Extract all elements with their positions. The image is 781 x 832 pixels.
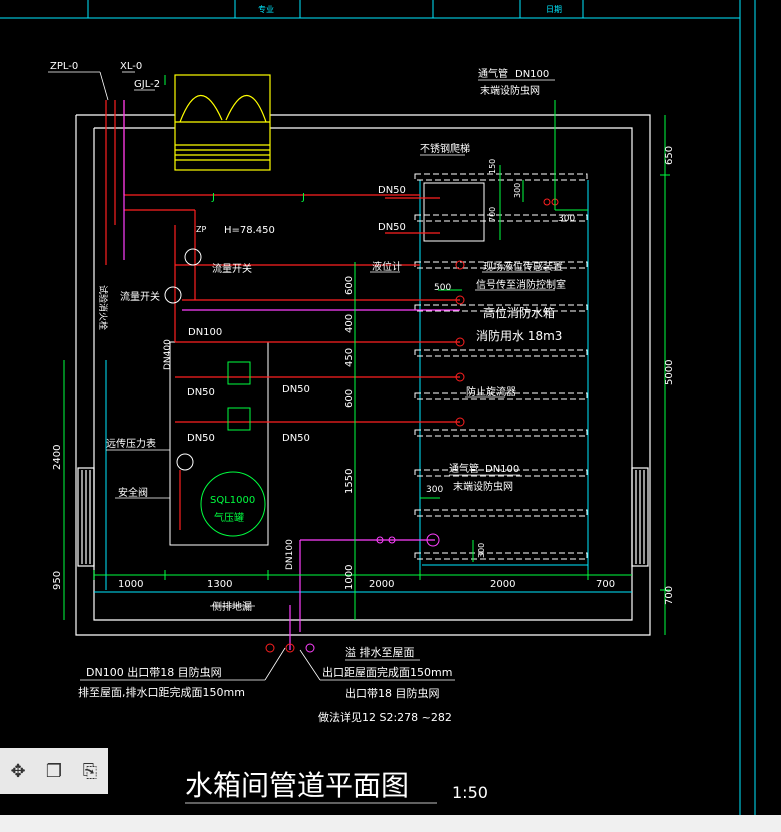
roof-vent-unit [174, 74, 271, 171]
label-left-vertical: 试验消火栓 [97, 285, 109, 330]
label-zp: ZP [196, 225, 206, 234]
dim-300a: 300 [513, 183, 522, 198]
label-dn50-1: DN50 [378, 185, 406, 196]
label-xl: XL-0 [120, 61, 142, 72]
dim-450: 450 [344, 348, 355, 367]
dim-700a: 700 [488, 207, 497, 222]
dim-1550: 1550 [344, 469, 355, 494]
dim-b2000b: 2000 [490, 579, 515, 590]
label-stainless: 不锈钢爬梯 [420, 142, 470, 155]
dim-b700: 700 [596, 579, 615, 590]
dim-300b: 300 [558, 214, 575, 224]
dim-500: 500 [434, 283, 451, 293]
dim-400: 400 [344, 314, 355, 333]
label-dn50-5: DN50 [187, 433, 215, 444]
dim-b2000a: 2000 [369, 579, 394, 590]
label-dn400: DN400 [163, 339, 173, 370]
label-vent-top-2: DN100 [515, 69, 549, 80]
label-dn100-a: DN100 [188, 327, 222, 338]
dim-950: 950 [52, 571, 63, 590]
status-bar [0, 815, 781, 832]
note-right-3: 出口带18 目防虫网 [345, 686, 440, 700]
move-icon[interactable]: ✥ [10, 760, 26, 782]
dim-150: 150 [488, 159, 497, 174]
pipe-nodes [164, 198, 559, 653]
dim-600a: 600 [344, 276, 355, 295]
label-dn50-6: DN50 [282, 433, 310, 444]
label-h: H=78.450 [224, 225, 275, 236]
note-left-1: DN100 出口带18 目防虫网 [86, 665, 222, 679]
label-dn50-2: DN50 [378, 222, 406, 233]
label-vent-mid-3: 末端设防虫网 [453, 480, 513, 493]
label-vent-mid-1: 通气管 [449, 462, 479, 475]
label-side-drain: 侧排地漏 [212, 600, 252, 613]
title-block-col2: 日期 [546, 5, 562, 14]
label-dn50-3: DN50 [187, 387, 215, 398]
label-j2: J [301, 192, 305, 203]
floating-toolbar: ✥ ❐ ⎘ [0, 748, 108, 794]
label-dn50-4: DN50 [282, 384, 310, 395]
label-level-device: 现场液位传感装置 [483, 260, 563, 273]
label-zpl: ZPL-0 [50, 61, 78, 72]
copy-icon[interactable]: ❐ [45, 760, 63, 782]
note-right-1: 溢 排水至屋面 [345, 645, 415, 659]
drawing-title: 水箱间管道平面图 [185, 769, 409, 802]
label-vent-mid-2: DN100 [485, 464, 519, 475]
label-pressure-tank: 气压罐 [214, 511, 244, 524]
dim-600b: 600 [344, 389, 355, 408]
pressure-tank-shape [200, 471, 266, 537]
label-tank-name: 高位消防水箱 [483, 305, 555, 320]
label-vent-top-3: 末端设防虫网 [480, 84, 540, 97]
label-gjl: GJL-2 [134, 79, 160, 90]
dim-b1000: 1000 [118, 579, 143, 590]
dim-2400: 2400 [52, 445, 63, 470]
tank-dashes [414, 173, 588, 560]
dim-650: 650 [664, 146, 675, 165]
dimension-lines [63, 75, 670, 635]
note-left-2: 排至屋面,排水口距完成面150mm [78, 685, 245, 699]
label-signal: 信号传至消防控制室 [476, 278, 566, 291]
note-right-2: 出口距屋面完成面150mm [322, 665, 452, 679]
flow-meters [227, 361, 251, 431]
label-vortex: 防止旋流器 [466, 385, 516, 398]
walls [75, 114, 651, 636]
label-j1: J [211, 192, 215, 203]
leader-lines [48, 71, 555, 804]
label-tank-volume: 消防用水 18m3 [476, 328, 562, 343]
label-level-gauge: 液位计 [372, 260, 402, 273]
paste-icon[interactable]: ⎘ [82, 760, 98, 782]
label-dn100-b: DN100 [285, 539, 295, 570]
ladder-box [423, 182, 485, 242]
title-block [0, 0, 756, 815]
dim-b1300: 1300 [207, 579, 232, 590]
title-block-col1: 专业 [258, 4, 274, 14]
grid-lines [94, 180, 632, 593]
label-safety-valve: 安全阀 [118, 486, 148, 499]
dim-1000v: 1000 [344, 565, 355, 590]
label-pressure-gauge: 远传压力表 [106, 437, 156, 450]
drawing-scale: 1:50 [452, 783, 488, 802]
dim-700r: 700 [664, 586, 675, 605]
dim-300c: 300 [426, 485, 443, 495]
note-right-4: 做法详见12 S2:278 ~282 [318, 710, 452, 724]
label-sql: SQL1000 [210, 495, 255, 506]
dim-300d: 300 [477, 543, 486, 558]
overflow-pipes [123, 100, 460, 650]
label-flow-switch-2: 流量开关 [120, 290, 160, 303]
label-vent-top-1: 通气管 [478, 67, 508, 80]
dim-5000: 5000 [664, 360, 675, 385]
supply-pipes [105, 100, 460, 530]
label-flow-switch-1: 流量开关 [212, 262, 252, 275]
